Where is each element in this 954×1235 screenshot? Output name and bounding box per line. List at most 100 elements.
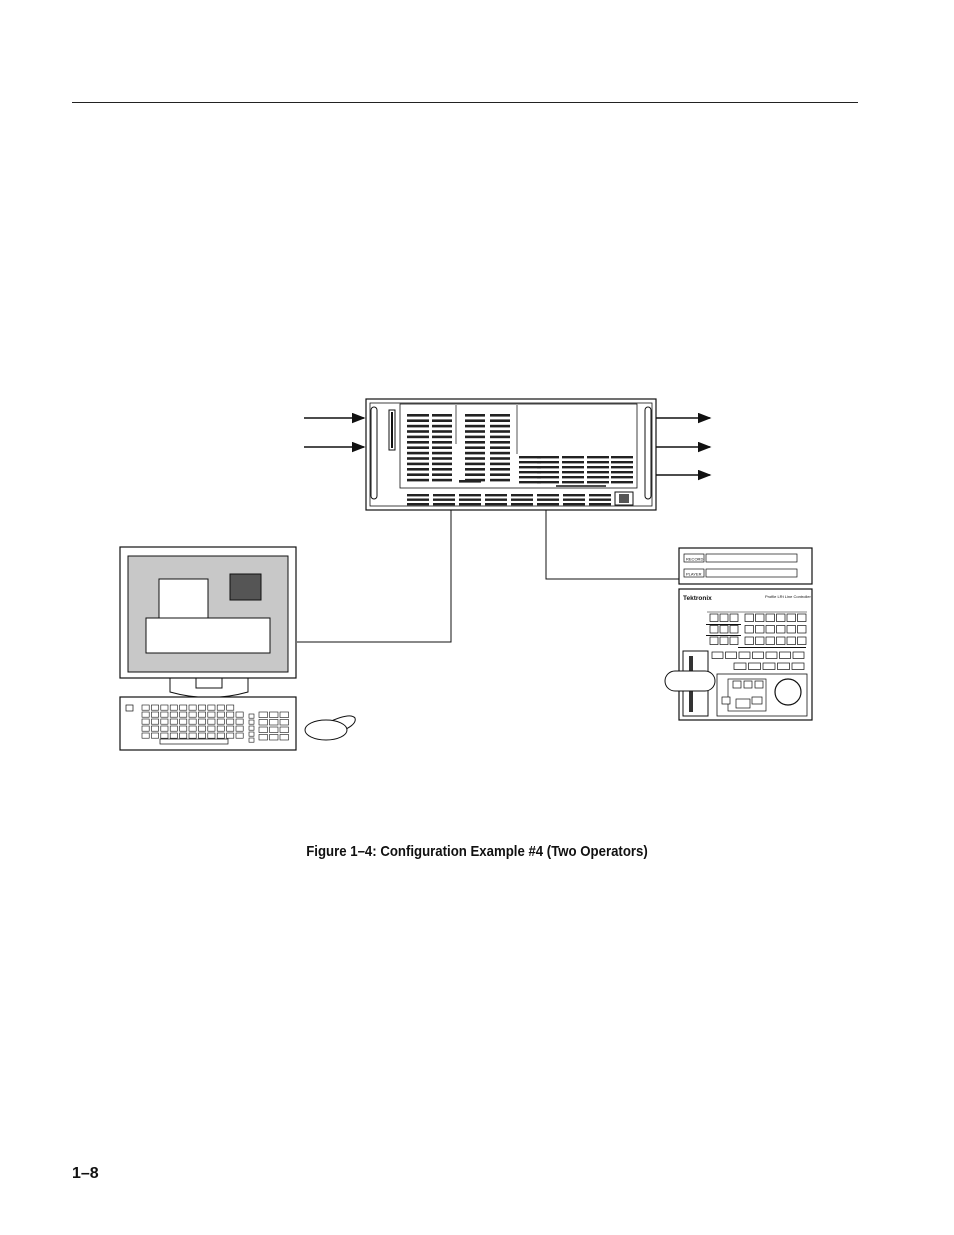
key bbox=[248, 719, 255, 725]
rack-left-handle bbox=[370, 406, 378, 500]
controller-key bbox=[755, 625, 765, 634]
vent-slot bbox=[587, 456, 609, 459]
vent-slot bbox=[465, 435, 485, 439]
vent-slot bbox=[589, 498, 611, 501]
key bbox=[279, 734, 289, 741]
vent-slot bbox=[407, 430, 429, 433]
key bbox=[207, 725, 216, 732]
key bbox=[160, 732, 169, 739]
page-number: 1–8 bbox=[72, 1165, 99, 1182]
vent-slot bbox=[432, 457, 452, 460]
controller-product-name: Profile LRt Line Controller bbox=[765, 594, 811, 599]
vent-slot bbox=[511, 498, 533, 501]
key bbox=[169, 704, 178, 711]
key bbox=[141, 718, 150, 725]
key bbox=[188, 704, 197, 711]
mouse bbox=[304, 715, 356, 741]
controller-key bbox=[719, 613, 729, 622]
line-controller: Tektronix Profile LRt Line Controller bbox=[664, 588, 813, 721]
vent-slot bbox=[407, 446, 429, 449]
vent-slot bbox=[465, 414, 485, 417]
vent-slot bbox=[563, 494, 585, 497]
vent-slot bbox=[611, 476, 633, 479]
vent-slot bbox=[490, 468, 510, 471]
key bbox=[169, 718, 178, 725]
key bbox=[258, 711, 268, 718]
key bbox=[226, 711, 235, 718]
key bbox=[188, 732, 197, 739]
vent-slot bbox=[537, 466, 559, 469]
cable-to-workstation bbox=[297, 510, 452, 643]
controller-key bbox=[729, 625, 739, 634]
vent-slot bbox=[432, 435, 452, 439]
vent-slot bbox=[407, 494, 429, 497]
jog-key bbox=[721, 696, 731, 705]
vent-slot bbox=[407, 441, 429, 444]
vent-slot bbox=[519, 471, 541, 474]
vent-slot bbox=[562, 461, 584, 464]
controller-key bbox=[792, 651, 805, 659]
key bbox=[279, 719, 289, 726]
key bbox=[141, 704, 150, 711]
vent-slot bbox=[562, 456, 584, 459]
vent-slot bbox=[485, 503, 507, 506]
key bbox=[226, 732, 235, 739]
vent-slot bbox=[407, 419, 429, 422]
key bbox=[226, 725, 235, 732]
vent-slot bbox=[465, 441, 485, 444]
controller-key bbox=[797, 636, 807, 645]
key bbox=[179, 718, 188, 725]
vent-slot bbox=[537, 494, 559, 497]
vent-slot bbox=[459, 503, 481, 506]
key bbox=[141, 732, 150, 739]
vent-slot bbox=[485, 494, 507, 497]
key bbox=[248, 731, 255, 737]
controller-key bbox=[786, 613, 796, 622]
controller-key bbox=[786, 625, 796, 634]
key bbox=[141, 711, 150, 718]
controller-key bbox=[748, 662, 761, 670]
key bbox=[258, 726, 268, 733]
vent-slot bbox=[562, 466, 584, 469]
vent-slot bbox=[587, 476, 609, 479]
vent-slot bbox=[465, 473, 485, 476]
vent-slot bbox=[432, 462, 452, 466]
vent-slot bbox=[485, 498, 507, 501]
vent-slot bbox=[432, 451, 452, 455]
key bbox=[216, 732, 225, 739]
vent-slot bbox=[407, 468, 429, 471]
key bbox=[279, 726, 289, 733]
vent-slot bbox=[490, 446, 510, 449]
jog-key bbox=[732, 680, 742, 689]
controller-key bbox=[776, 613, 786, 622]
vent-slot bbox=[589, 503, 611, 506]
vent-slot bbox=[459, 494, 481, 497]
space-bar bbox=[159, 738, 229, 745]
controller-key bbox=[765, 651, 778, 659]
controller-key bbox=[776, 625, 786, 634]
key bbox=[248, 737, 255, 743]
controller-key bbox=[711, 651, 724, 659]
key bbox=[169, 725, 178, 732]
key bbox=[216, 725, 225, 732]
controller-key bbox=[762, 662, 776, 670]
controller-key bbox=[738, 651, 751, 659]
vent-slot bbox=[537, 498, 559, 501]
video-server-rack bbox=[365, 398, 657, 511]
key bbox=[269, 734, 279, 741]
vent-slot bbox=[519, 456, 541, 459]
vent-slot bbox=[587, 471, 609, 474]
key bbox=[198, 704, 206, 711]
controller-key bbox=[755, 613, 765, 622]
vent-slot bbox=[432, 430, 452, 433]
key bbox=[279, 711, 289, 718]
key bbox=[226, 718, 235, 725]
vent-slot bbox=[407, 451, 429, 455]
vent-slot bbox=[519, 461, 541, 464]
vent-slot bbox=[432, 478, 452, 482]
key bbox=[188, 711, 197, 718]
key bbox=[258, 734, 268, 741]
vent-slot bbox=[490, 473, 510, 476]
vent-slot bbox=[465, 457, 485, 460]
vent-slot bbox=[562, 476, 584, 479]
